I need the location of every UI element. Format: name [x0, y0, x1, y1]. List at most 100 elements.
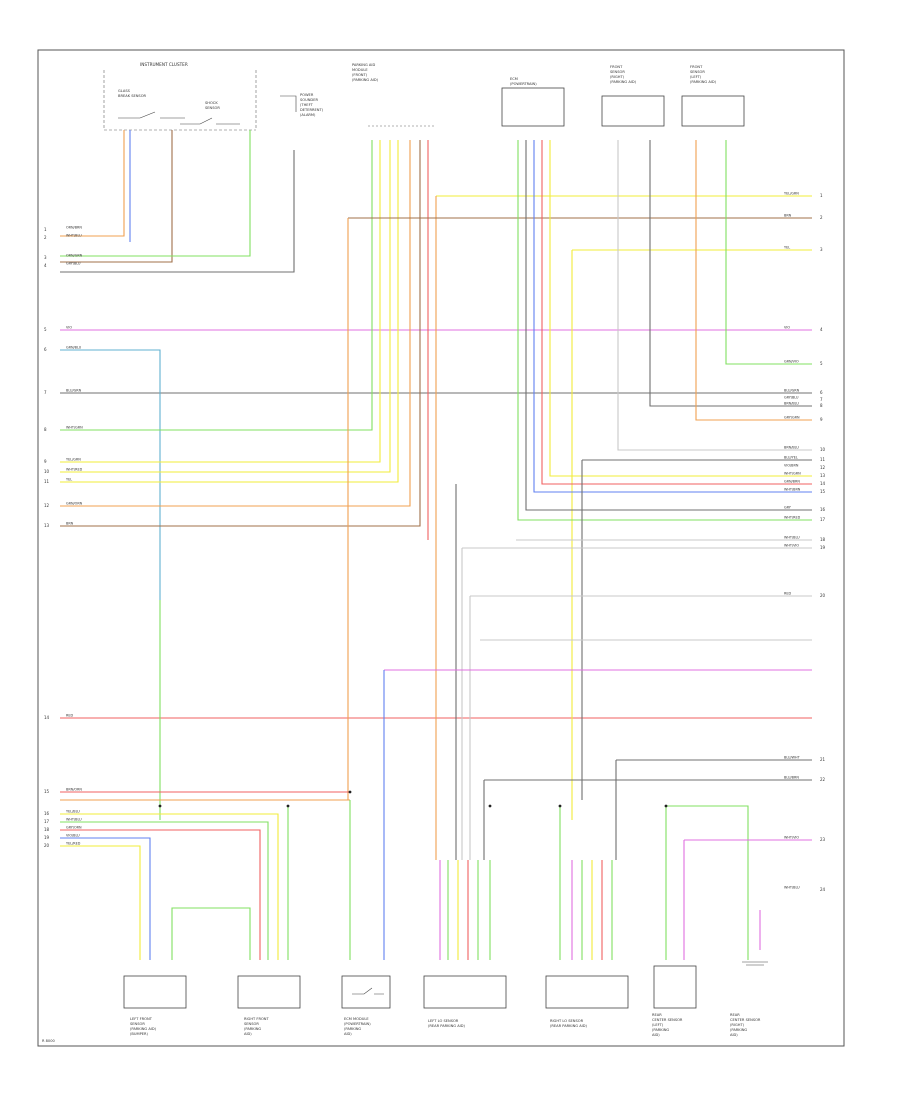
wire [60, 821, 269, 960]
ecm-top-group: ECM (POWERTRAIN) [501, 77, 565, 127]
left-wire-label: VIO [66, 326, 72, 330]
left-wire-label: WHT/BLU [66, 818, 82, 822]
right-wire-label: GRN/BRN [784, 480, 800, 484]
right-front-sensor-box [237, 975, 301, 1009]
left-pin-number: 5 [44, 327, 47, 332]
right-wire-label: GRN/VIO [784, 360, 799, 364]
left-pin-number: 15 [44, 789, 50, 794]
right-wire-label: BRN/BLU [784, 402, 799, 406]
right-wire-label: GRY/GRN [784, 416, 800, 420]
wire [525, 140, 812, 511]
right-lo-sensor-label: RIGHT LO SENSOR (REAR PARKING AID) [550, 1019, 587, 1028]
left-wire-label: YEL [66, 478, 72, 482]
left-front-sensor-label: LEFT FRONT SENSOR (PARKING AID) (BUMPER) [130, 1017, 157, 1036]
right-pin-number: 9 [820, 417, 823, 422]
left-pin-number: 7 [44, 390, 47, 395]
wire [60, 140, 391, 473]
front-sensor-l-group: FRONT SENSOR (LEFT) (PARKING AID) [681, 65, 745, 127]
front-sensor-r-group: FRONT SENSOR (RIGHT) (PARKING AID) [601, 65, 665, 127]
wire [666, 805, 749, 960]
wire [60, 150, 295, 273]
ecm-module-box [341, 975, 391, 1009]
right-wire-label: WHT/VIO [784, 836, 799, 840]
wire [60, 349, 161, 600]
rear-sensor-l-box [653, 965, 697, 1009]
wire [60, 813, 279, 960]
right-pin-number: 17 [820, 517, 826, 522]
wire [60, 140, 421, 527]
left-pin-number: 14 [44, 715, 50, 720]
ecm-top-box [501, 87, 565, 127]
right-pin-number: 18 [820, 537, 826, 542]
left-wire-label: GRN/BLU [66, 346, 82, 350]
right-wire-label: WHT/VIO [784, 544, 799, 548]
diagram-frame [37, 49, 845, 1047]
left-pin-number: 11 [44, 479, 50, 484]
left-lo-sensor-box [423, 975, 507, 1009]
right-wire-label: WHT/BLU [784, 886, 800, 890]
switch-symbol [180, 117, 240, 125]
left-wire-label: YEL/RED [66, 842, 81, 846]
ecm-top-label: ECM (POWERTRAIN) [510, 77, 537, 86]
left-pin-number: 19 [44, 835, 50, 840]
left-pin-number: 9 [44, 459, 47, 464]
left-pin-number: 20 [44, 843, 50, 848]
right-wire-label: BLU/WHT [784, 756, 801, 760]
right-wire-label: BLU/BRN [784, 776, 799, 780]
wire [60, 140, 373, 431]
instrument-cluster-label: INSTRUMENT CLUSTER [140, 62, 188, 67]
wire [60, 140, 411, 507]
right-pin-number: 5 [820, 361, 823, 366]
left-wire-label: VIO/BLU [66, 834, 80, 838]
wire [60, 140, 381, 463]
right-wire-label: VIO [784, 326, 790, 330]
left-wire-label: BRN/ORN [66, 788, 82, 792]
wire [649, 140, 812, 407]
wire [60, 130, 173, 263]
left-wire-label: RED [66, 714, 73, 718]
footer-code: R 8000 [42, 1039, 55, 1043]
wire [549, 140, 812, 477]
wire [60, 130, 251, 257]
right-pin-number: 14 [820, 481, 826, 486]
right-pin-number: 13 [820, 473, 826, 478]
right-lo-sensor-box [545, 975, 629, 1009]
right-wire-label: BLU/GRN [784, 389, 800, 393]
left-pin-number: 3 [44, 255, 47, 260]
right-pin-number: 2 [820, 215, 823, 220]
wire [533, 140, 812, 493]
left-pin-number: 2 [44, 235, 47, 240]
right-pin-number: 24 [820, 887, 826, 892]
ground-symbol [742, 961, 768, 966]
wire [517, 140, 812, 521]
left-pin-number: 16 [44, 811, 50, 816]
right-pin-number: 7 [820, 397, 823, 402]
left-pin-number: 6 [44, 347, 47, 352]
left-pin-number: 18 [44, 827, 50, 832]
right-pin-number: 12 [820, 465, 826, 470]
front-sensor-l-box [681, 95, 745, 127]
wire [60, 140, 399, 483]
left-pin-number: 10 [44, 469, 50, 474]
right-pin-number: 22 [820, 777, 826, 782]
right-wire-label: VIO/BRN [784, 464, 799, 468]
right-wire-label: BLU/YEL [784, 456, 798, 460]
left-wire-label: YEL/GRN [66, 458, 81, 462]
right-wire-label: BRN [784, 214, 792, 218]
right-wire-label: GRY [784, 506, 792, 510]
left-wire-label: GRY/BLU [66, 262, 81, 266]
right-wire-label: GRY/BLU [784, 396, 799, 400]
front-sensor-r-box [601, 95, 665, 127]
front-sensor-r-label: FRONT SENSOR (RIGHT) (PARKING AID) [610, 65, 637, 84]
left-pin-number: 1 [44, 227, 47, 232]
rear-sensor-r-label: REAR CENTER SENSOR (RIGHT) (PARKING AID) [730, 1013, 762, 1037]
wire [60, 130, 125, 237]
right-pin-number: 6 [820, 390, 823, 395]
wire [60, 837, 151, 960]
right-pin-number: 15 [820, 489, 826, 494]
wire [617, 140, 812, 451]
rear-sensor-l-label: REAR CENTER SENSOR (LEFT) (PARKING AID) [652, 1013, 684, 1037]
wire-harness [60, 130, 812, 960]
